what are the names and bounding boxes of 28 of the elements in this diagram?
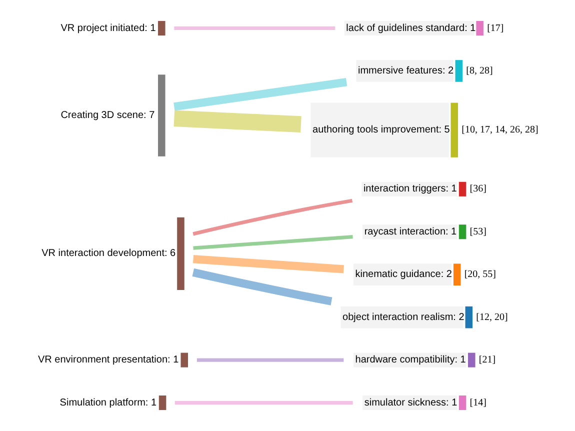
node-label: Simulation platform: 1	[59, 397, 156, 408]
node-box	[158, 396, 166, 410]
node-label: VR environment presentation: 1	[38, 354, 178, 366]
connector	[173, 110, 301, 132]
connector	[192, 235, 352, 250]
connector	[192, 268, 332, 306]
connector	[174, 400, 352, 405]
connector	[196, 358, 344, 362]
node-box	[176, 217, 184, 290]
node-label: [10, 17, 14, 26, 28]	[461, 124, 538, 136]
node-box	[158, 74, 165, 156]
node-label: [17]	[486, 22, 504, 34]
connector	[192, 255, 344, 274]
node-label: VR interaction development: 6	[41, 248, 176, 260]
node-label: Creating 3D scene: 7	[60, 110, 154, 122]
node-label: [8, 28]	[466, 66, 492, 76]
node-label: [53]	[469, 226, 486, 238]
node-label: [14]	[469, 397, 486, 408]
node-label: VR project initiated: 1	[60, 22, 156, 34]
connector	[174, 26, 335, 30]
node-label: [36]	[469, 184, 486, 195]
connector	[192, 198, 352, 236]
node-label: [20, 55]	[464, 269, 496, 280]
node-label: [12, 20]	[476, 312, 508, 323]
connector	[173, 78, 347, 111]
node-box	[180, 352, 188, 368]
node-box	[158, 20, 165, 36]
node-label: [21]	[478, 354, 496, 366]
